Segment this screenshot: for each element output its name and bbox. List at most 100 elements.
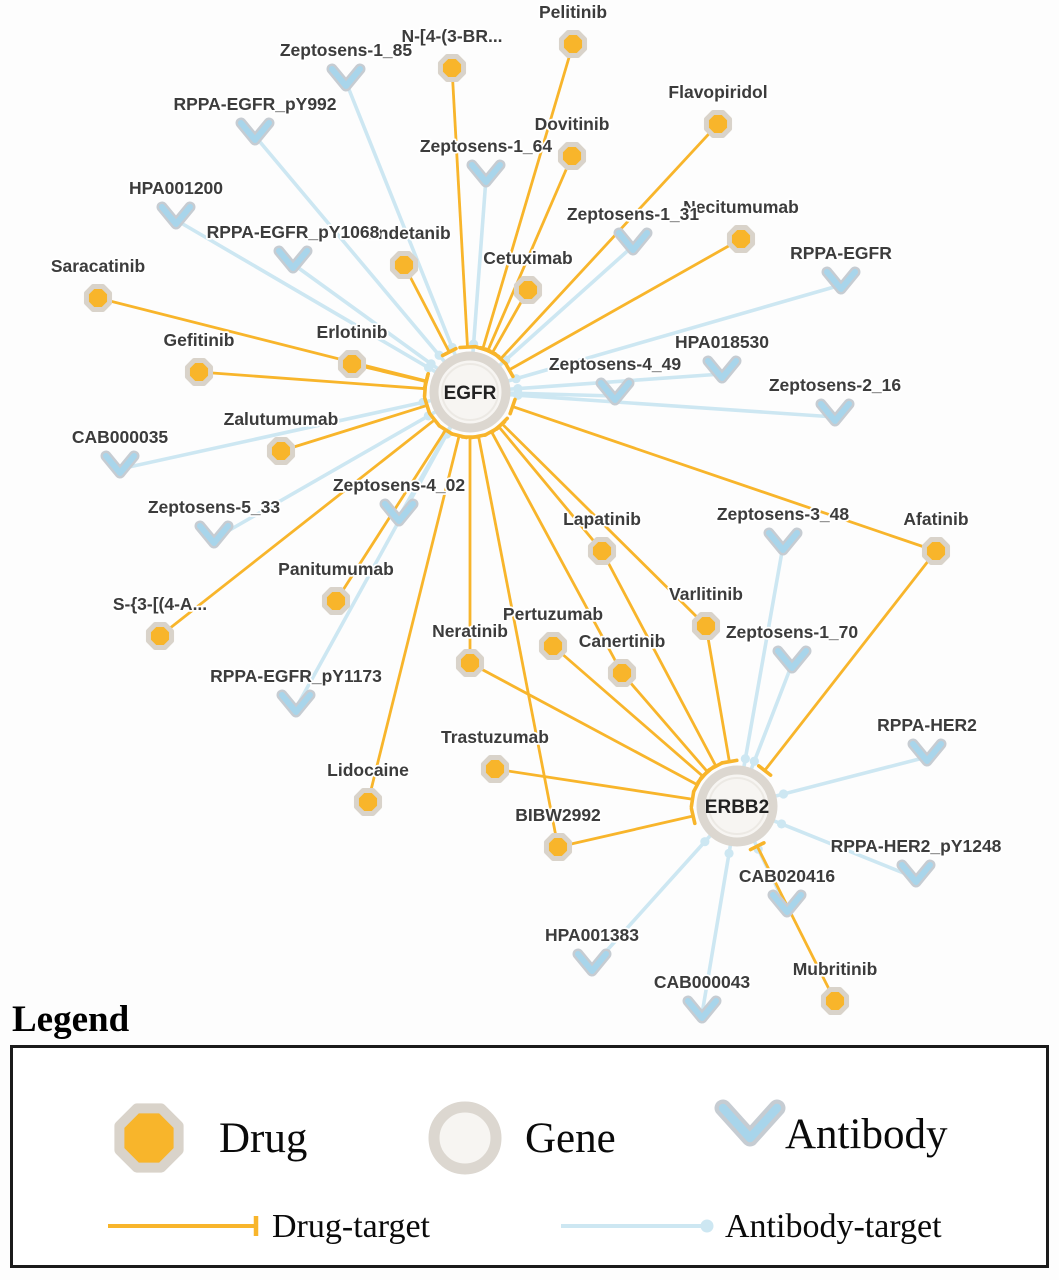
antibody-node [156,201,196,230]
drug-target-edge [402,264,451,353]
antibody-chevron-icon [705,358,739,381]
antibody-node [595,377,635,406]
drug-node [145,621,175,651]
drug-edge-tee [748,841,766,852]
node-label: Erlotinib [317,322,388,342]
antibody-node [682,995,722,1024]
drug-edge-tee [440,346,458,358]
node-label: BIBW2992 [515,805,601,825]
drug-target-edge [97,296,427,383]
antibody-chevron-icon [685,998,719,1021]
antibody-node [815,398,855,427]
drug-edge-tee [428,412,442,428]
drug-edge-tee [423,396,432,415]
drug-target-edge [198,370,426,391]
node-label: S-{3-[(4-A... [113,594,207,614]
drug-edge-tee [483,347,501,359]
antibody-chevron-icon [279,692,313,715]
antibody-edge-dot [426,359,436,369]
node-label: Neratinib [432,621,508,641]
antibody-edge-dot [749,756,759,766]
drug-node [513,275,543,305]
antibody-node [235,117,275,146]
antibody-target-edge [119,390,471,471]
drug-target-edge [366,435,461,803]
drug-target-edge [486,155,574,352]
antibody-edge-dot [700,837,710,847]
drug-target-edge [557,814,694,849]
antibody-node [572,948,612,977]
antibody-chevron-icon [329,66,363,89]
drug-target-legend-label: Drug-target [272,1208,431,1245]
antibody-node [273,245,313,274]
drug-target-edge [704,625,731,762]
drug-edge-tee [691,776,703,794]
node-label: RPPA-EGFR_pY992 [173,94,336,114]
gene-circle [429,351,511,433]
drug-legend-label: Drug [219,1115,307,1162]
node-label: Varlitinib [669,584,743,604]
antibody-node [466,159,506,188]
drug-target-edge [620,672,709,773]
antibody-node [326,63,366,92]
drug-target-edge [469,661,698,786]
antibody-node [772,645,812,674]
node-label: Zeptosens-5_33 [148,497,281,517]
drug-edge-tee [508,397,517,416]
drug-target-edge [755,845,837,1002]
drug-node [538,631,568,661]
drug-target-edge [280,404,428,453]
gene-inner-ring [708,777,766,835]
node-label: RPPA-EGFR_pY1068 [207,222,380,242]
drug-node [557,141,587,171]
antibody-node [821,266,861,295]
node-label: CAB000035 [72,427,169,447]
drug-target-edge [159,418,436,638]
antibody-edge-dot [513,390,523,400]
node-label: Zeptosens-4_02 [333,475,466,495]
drug-edge-tee [700,765,716,779]
antibody-chevron-icon [770,892,804,915]
antibody-chevron-icon [276,248,310,271]
antibody-chevron-icon [910,741,944,764]
drug-target-edge [552,644,704,778]
node-label: CAB000043 [654,972,751,992]
antibody-chevron-icon [598,380,632,403]
drug-target-edge [490,430,624,674]
node-label: Necitumumab [683,197,799,217]
node-label: RPPA-EGFR_pY1173 [210,666,382,686]
node-label: Flavopiridol [668,82,767,102]
antibody-chevron-icon [103,453,137,476]
antibody-node [763,527,803,556]
node-label: Dovitinib [535,114,610,134]
node-label: Canertinib [579,631,666,651]
drug-target-edge [500,422,707,627]
drug-node [820,986,850,1016]
antibody-chevron-icon [469,162,503,185]
antibody-target-edge [344,81,472,393]
node-label: Saracatinib [51,256,145,276]
antibody-legend-icon [714,1099,786,1147]
legend-box: Drug Gene Antibody Drug-target Antibody-… [10,1045,1049,1268]
drug-edge-tee [756,764,773,777]
drug-node [691,611,721,641]
antibody-edge-dot [434,350,444,360]
antibody-chevron-icon [899,862,933,885]
antibody-target-edge [469,390,836,419]
antibody-chevron-icon [197,523,231,546]
drug-node [266,436,296,466]
network-graph: EGFRERBB2PelitinibN-[4-(3-BR...Dovitinib… [49,0,1003,1024]
antibody-target-legend-dot [700,1219,714,1233]
antibody-node [379,498,419,527]
gene-circle [696,765,778,847]
drug-target-edge [477,435,560,848]
node-label: Zeptosens-1_31 [567,204,700,224]
drug-edge-tee [469,432,488,440]
drug-node [726,224,756,254]
drug-edge-tee [450,432,469,440]
drug-legend-icon [114,1103,184,1173]
antibody-node [100,450,140,479]
antibody-node [276,689,316,718]
drug-node [455,648,485,678]
node-label: Gefitinib [164,330,235,350]
